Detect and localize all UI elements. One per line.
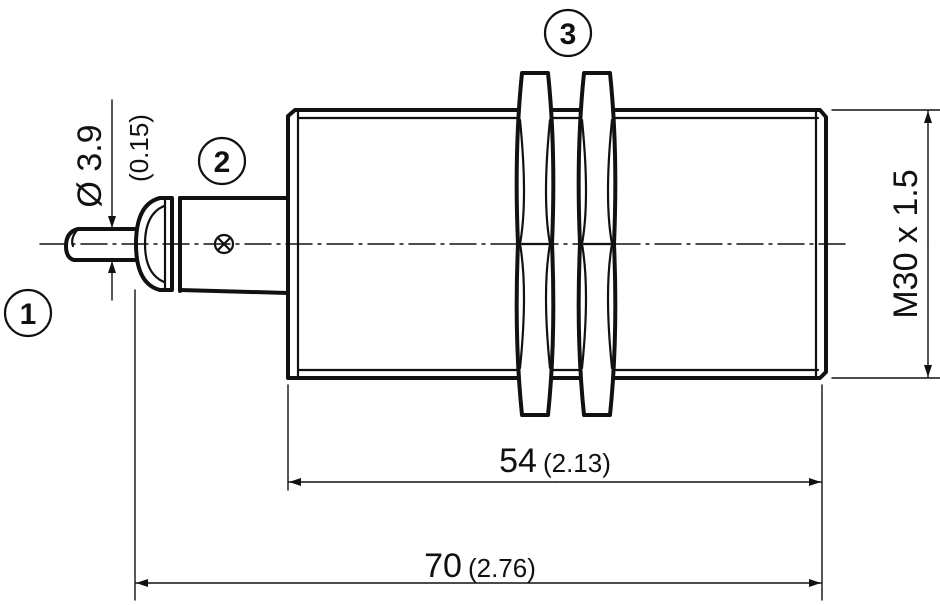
svg-text:M30 x 1.5: M30 x 1.5: [887, 169, 925, 318]
svg-text:54(2.13): 54(2.13): [499, 442, 611, 480]
cable-gland: [134, 196, 290, 295]
total-length-dimension: 70(2.76): [135, 547, 822, 587]
cable: [64, 227, 137, 262]
body-length-dimension: 54(2.13): [288, 442, 822, 486]
callout-1: 1: [3, 288, 53, 338]
mounting-nut: [514, 71, 556, 417]
svg-text:1: 1: [20, 298, 37, 331]
svg-text:3: 3: [560, 18, 577, 51]
callout-3: 3: [543, 8, 593, 58]
callout-2: 2: [197, 136, 247, 186]
svg-text:Ø 3.9: Ø 3.9: [71, 124, 109, 207]
svg-text:(0.15): (0.15): [124, 114, 154, 182]
cable-diameter-dimension: Ø 3.9 (0.15): [71, 99, 154, 301]
led-indicator-icon: [213, 233, 235, 255]
svg-text:70(2.76): 70(2.76): [424, 547, 536, 585]
thread-dimension: M30 x 1.5: [831, 109, 940, 379]
threaded-body: [286, 108, 828, 380]
svg-text:2: 2: [214, 146, 231, 179]
mounting-nut: [576, 71, 618, 417]
